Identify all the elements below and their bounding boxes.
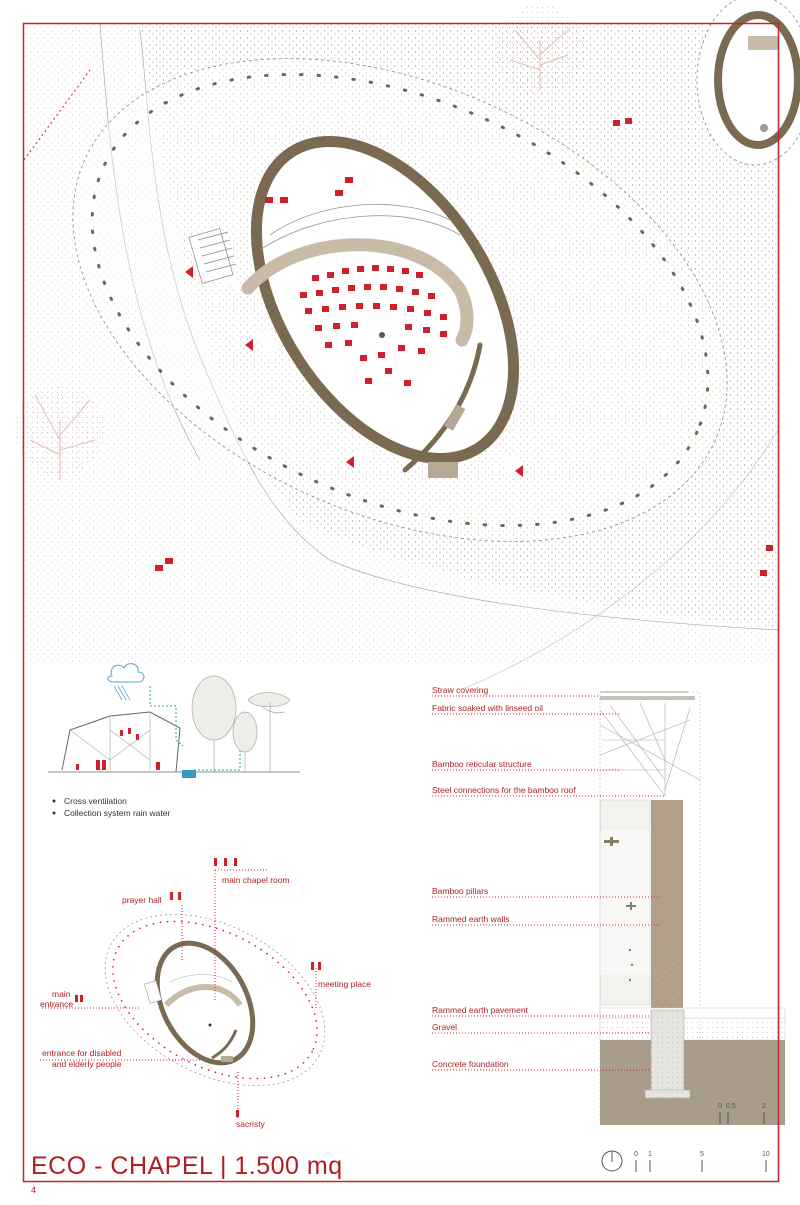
altar-block bbox=[428, 462, 458, 478]
roof-structure bbox=[599, 702, 701, 797]
label-prayer-hall: prayer hall bbox=[122, 895, 162, 905]
label-gravel: Gravel bbox=[432, 1022, 457, 1032]
function-chapel-wall bbox=[154, 940, 256, 1066]
interior-space bbox=[599, 799, 651, 1006]
label-disabled-2: and elderly people bbox=[52, 1059, 122, 1069]
hedge-ring bbox=[90, 72, 710, 528]
label-fabric: Fabric soaked with linseed oil bbox=[432, 703, 543, 713]
chapel-outer-wall bbox=[250, 136, 520, 464]
function-site-boundary bbox=[104, 913, 326, 1087]
wall-section: Straw covering Fabric soaked with linsee… bbox=[432, 685, 786, 1125]
plan-scale-1: 1 bbox=[648, 1151, 652, 1158]
label-main-chapel-room: main chapel room bbox=[222, 875, 290, 885]
legend-bullet-1 bbox=[52, 799, 56, 803]
function-diagram: main chapel room prayer hall meeting pla… bbox=[40, 858, 371, 1129]
sheet-frame bbox=[22, 22, 780, 1183]
entrance-markers bbox=[185, 266, 523, 477]
function-inner-wall bbox=[163, 984, 243, 1008]
neighbour-block bbox=[748, 36, 778, 50]
label-meeting-place: meeting place bbox=[318, 979, 371, 989]
inner-line-1 bbox=[269, 204, 451, 236]
plan-scale-bar bbox=[635, 1160, 767, 1172]
inner-line-2 bbox=[259, 215, 461, 251]
function-stairs bbox=[144, 980, 162, 1004]
section-figures bbox=[76, 728, 160, 770]
function-leaders bbox=[40, 869, 317, 1118]
section-trusses bbox=[69, 712, 151, 770]
water-tank bbox=[182, 770, 196, 778]
neighbour-point bbox=[760, 124, 768, 132]
footer: ECO - CHAPEL | 1.500 mq 0 1 5 10 bbox=[31, 1150, 770, 1180]
neighbour-chapel bbox=[714, 11, 800, 149]
sacristy-block bbox=[444, 404, 466, 431]
legend-rain-water: Collection system rain water bbox=[64, 808, 170, 818]
congregation bbox=[155, 118, 773, 576]
tree-sketches bbox=[15, 5, 585, 480]
ventilation-diagram: Cross ventilation Collection system rain… bbox=[48, 663, 300, 818]
road-edge-2 bbox=[99, 23, 201, 461]
section-scale-2: 2 bbox=[762, 1103, 766, 1110]
rain-lines bbox=[113, 685, 131, 701]
cloud-icon bbox=[107, 663, 145, 683]
function-figures bbox=[75, 858, 321, 1117]
label-main: main bbox=[52, 989, 71, 999]
wall-decorations bbox=[604, 837, 636, 982]
function-center bbox=[208, 1023, 212, 1027]
road-curve bbox=[459, 429, 779, 691]
label-foundation: Concrete foundation bbox=[432, 1059, 509, 1069]
label-walls: Rammed earth walls bbox=[432, 914, 509, 924]
page-number: 4 bbox=[31, 1185, 37, 1195]
label-steel: Steel connections for the bamboo roof bbox=[432, 785, 576, 795]
label-bamboo-structure: Bamboo reticular structure bbox=[432, 759, 532, 769]
legend-cross-ventilation: Cross ventilation bbox=[64, 796, 127, 806]
path-area bbox=[24, 24, 778, 664]
gravel-layer bbox=[599, 1017, 786, 1041]
foundation-texture bbox=[651, 1010, 684, 1098]
plan-scale-10: 10 bbox=[762, 1151, 770, 1158]
label-pillars: Bamboo pillars bbox=[432, 886, 488, 896]
function-hedge-ring bbox=[112, 920, 318, 1080]
label-entrance: entrance bbox=[40, 999, 73, 1009]
section-scale-0: 0 bbox=[718, 1103, 722, 1110]
label-pavement: Rammed earth pavement bbox=[432, 1005, 529, 1015]
section-scale-05: 0.5 bbox=[726, 1103, 736, 1110]
wall-texture bbox=[651, 800, 683, 1010]
project-title: ECO - CHAPEL | 1.500 mq bbox=[31, 1152, 343, 1180]
plan-scale-5: 5 bbox=[700, 1151, 704, 1158]
center-point bbox=[379, 332, 385, 338]
section-leaders bbox=[432, 695, 665, 1071]
inner-wall-light bbox=[241, 238, 474, 347]
legend-bullet-2 bbox=[52, 811, 56, 815]
water-path bbox=[149, 686, 184, 747]
function-altar bbox=[221, 1056, 233, 1062]
section-scale-bar bbox=[719, 1112, 765, 1124]
function-inner-line bbox=[169, 974, 233, 983]
road-edge bbox=[139, 29, 779, 631]
function-inner-dark bbox=[211, 1029, 238, 1060]
chapel-section-outline bbox=[61, 711, 181, 773]
plan-scale-0: 0 bbox=[634, 1151, 638, 1158]
section-trees bbox=[191, 675, 291, 772]
frame-diagonal bbox=[23, 69, 91, 161]
label-straw: Straw covering bbox=[432, 685, 488, 695]
label-disabled-1: entrance for disabled bbox=[42, 1048, 122, 1058]
interior-light bbox=[600, 830, 650, 975]
earth-layer bbox=[600, 1040, 785, 1125]
entrance-stairs bbox=[188, 228, 237, 284]
site-plan bbox=[15, 0, 800, 691]
water-path-2 bbox=[194, 750, 241, 771]
label-sacristy: sacristy bbox=[236, 1119, 266, 1129]
